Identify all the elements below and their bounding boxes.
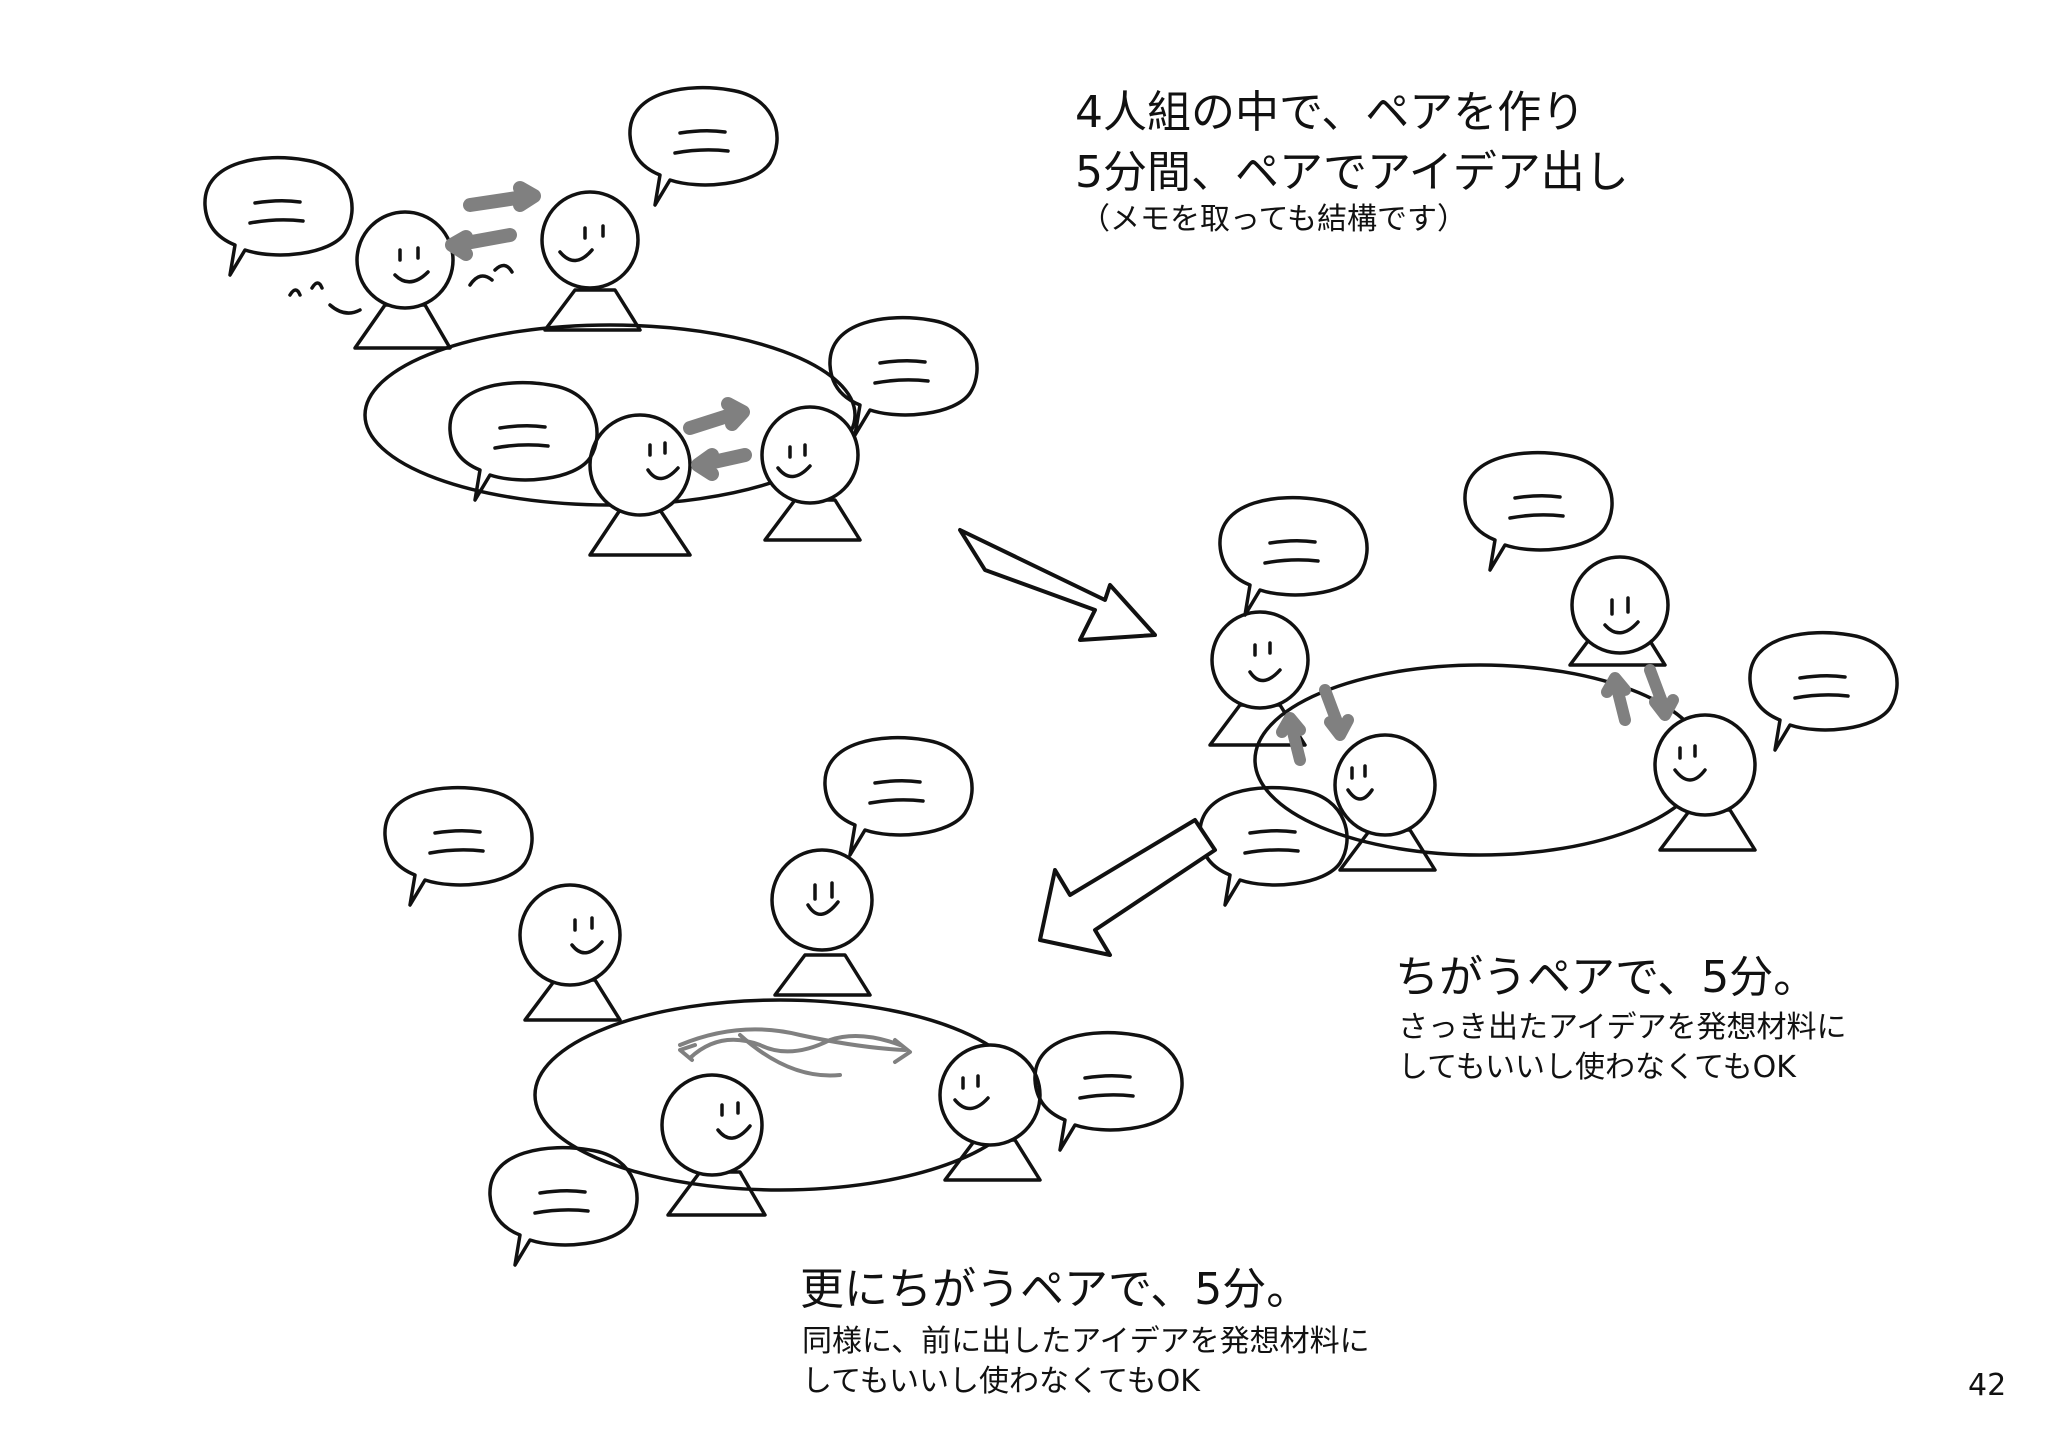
speech-bubble-icon [1748,630,1899,752]
step1-note: （メモを取っても結構です） [1080,202,1467,237]
person-icon [1568,555,1670,667]
person-icon [1653,713,1757,852]
person-icon [660,1073,767,1217]
speech-bubble-icon [628,85,779,207]
page-number: 42 [1968,1368,2007,1403]
person-icon [1333,733,1437,872]
speech-bubble-icon [1218,495,1369,617]
step2-title: ちがうペアで、5分。 [1395,952,1818,1003]
person-icon [518,883,622,1022]
gesture-marks [288,263,514,315]
speech-bubble-icon [203,155,354,277]
speech-bubble-icon [828,315,979,437]
step3-note-line1: 同様に、前に出したアイデアを発想材料に [802,1324,1370,1359]
person-icon [588,413,692,557]
person-icon [770,848,874,997]
step2-note-line2: してもいいし使わなくてもOK [1398,1050,1796,1085]
pair-arrow-icon [683,397,752,481]
step1-title-line1: 4人組の中で、ペアを作り [1075,87,1586,138]
speech-bubble-icon [448,380,599,502]
step1-title-line2: 5分間、ペアでアイデア出し [1075,147,1629,198]
person-icon [760,405,862,542]
person-icon [1208,610,1310,747]
step3-title: 更にちがうペアで、5分。 [800,1264,1311,1315]
flow-arrow-icon [1038,818,1217,957]
step3-note-line2: してもいいし使わなくてもOK [802,1364,1200,1399]
person-icon [353,210,455,350]
step2-note-line1: さっき出たアイデアを発想材料に [1398,1010,1847,1045]
speech-bubble-icon [1463,450,1614,572]
speech-bubble-icon [1198,785,1349,907]
scene-2-group [1198,450,1899,907]
flow-arrow-icon [958,528,1157,642]
person-icon [540,190,642,332]
person-icon [938,1043,1042,1182]
scene-3-group [383,735,1184,1267]
scene-1-group [203,85,979,557]
pair-arrow-icon [1276,664,1679,766]
speech-bubble-icon [1033,1030,1184,1152]
speech-bubble-icon [383,785,534,907]
pair-arrow-icon [445,181,541,261]
speech-bubble-icon [823,735,974,857]
pair-arrow-icon [678,1027,912,1078]
